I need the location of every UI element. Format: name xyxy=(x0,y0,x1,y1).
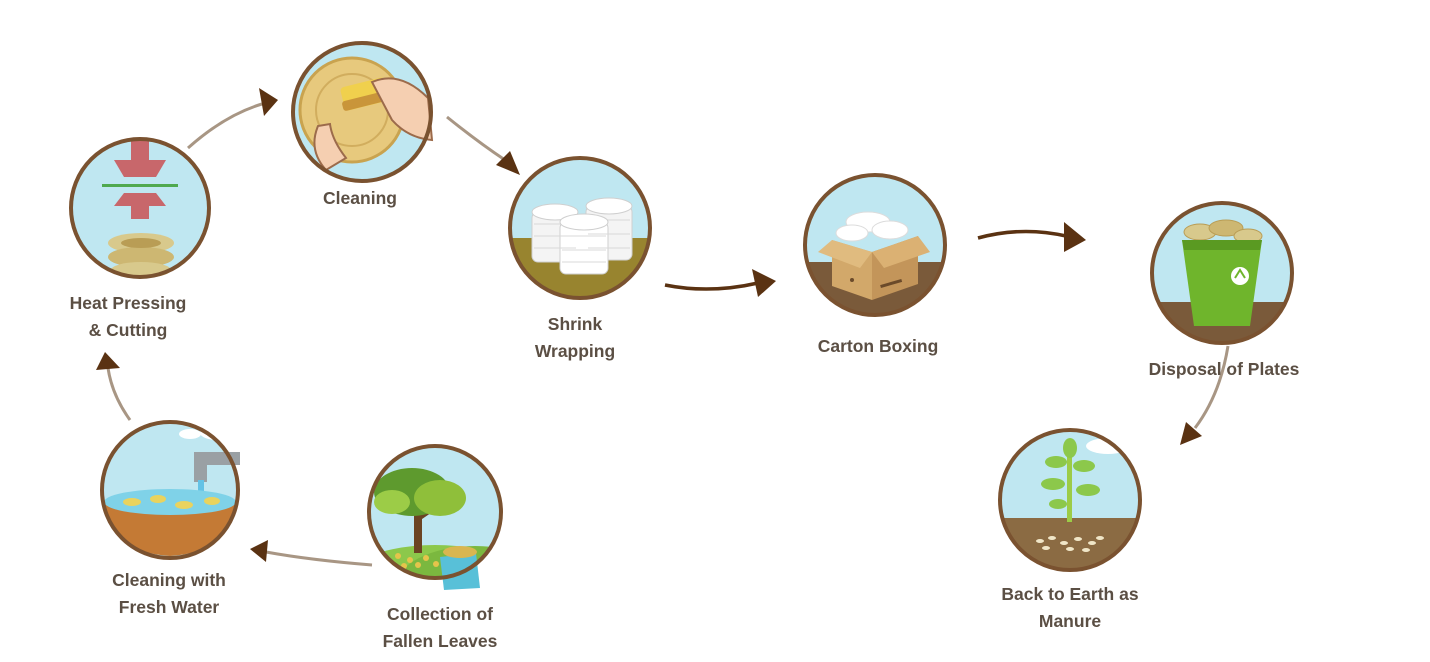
plate-stack-icon xyxy=(531,197,633,275)
step-cleaning-node xyxy=(291,41,434,183)
sapling-icon xyxy=(1036,438,1104,552)
arrow-collection-to-washing xyxy=(250,540,373,567)
arrow-washing-to-heat xyxy=(96,352,132,421)
water-bowl-icon xyxy=(104,452,240,556)
carton-box-icon xyxy=(818,211,930,300)
step-disposal-node xyxy=(1150,201,1294,345)
arrow-cleaning-to-shrink xyxy=(446,115,520,175)
recycle-bin-icon xyxy=(1182,219,1263,326)
step-collection-text: Collection of Fallen Leaves xyxy=(382,604,498,651)
arrow-disposal-to-earth xyxy=(1180,345,1230,445)
arrow-carton-to-disposal xyxy=(977,222,1086,252)
arrow-heat-to-cleaning xyxy=(187,88,278,150)
step-washing-text: Cleaning with Fresh Water xyxy=(112,570,226,617)
step-earth-node xyxy=(998,428,1142,572)
step-heat-node xyxy=(69,137,211,279)
step-shrink-text: Shrink Wrapping xyxy=(534,314,616,361)
step-shrink-node xyxy=(508,156,652,300)
hand-sponge-icon xyxy=(298,56,434,172)
step-carton-text: Carton Boxing xyxy=(817,336,939,356)
step-cleaning-text: Cleaning xyxy=(323,188,397,208)
step-disposal-text: Disposal of Plates xyxy=(1148,359,1300,379)
step-heat-text: Heat Pressing & Cutting xyxy=(69,293,187,340)
step-carton-node xyxy=(803,173,947,317)
step-earth-text: Back to Earth as Manure xyxy=(1001,584,1139,631)
arrow-shrink-to-carton xyxy=(664,269,776,297)
tree-leaves-icon xyxy=(374,468,480,590)
step-washing-node xyxy=(100,420,240,560)
